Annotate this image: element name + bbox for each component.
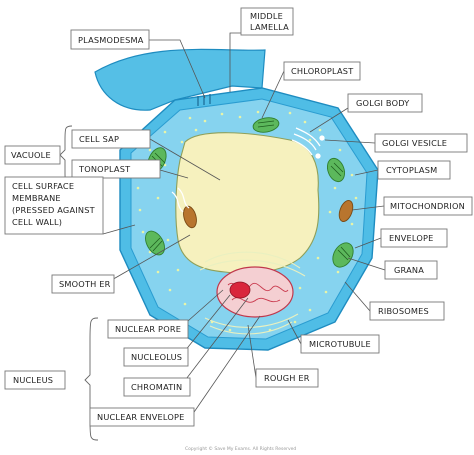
svg-text:GOLGI VESICLE: GOLGI VESICLE: [382, 138, 447, 148]
label-chromatin: CHROMATIN: [123, 377, 191, 397]
svg-text:PLASMODESMA: PLASMODESMA: [78, 35, 144, 45]
label-microtubule: MICROTUBULE: [300, 334, 380, 354]
label-golgi-body: GOLGI BODY: [347, 93, 423, 113]
nucleus-brace: [84, 317, 99, 441]
svg-text:CHLOROPLAST: CHLOROPLAST: [291, 66, 354, 76]
grana-stacks: [149, 120, 351, 261]
svg-text:VACUOLE: VACUOLE: [11, 150, 51, 160]
label-nucleolus: NUCLEOLUS: [123, 347, 189, 367]
svg-text:SMOOTH ER: SMOOTH ER: [59, 279, 111, 289]
mitochondria: [183, 200, 354, 229]
label-plasmodesma: PLASMODESMA: [70, 29, 150, 50]
svg-text:MIDDLE: MIDDLE: [250, 11, 283, 21]
label-grana: GRANA: [384, 260, 438, 280]
nucleus: [216, 266, 294, 318]
label-mitochondrion: MITOCHONDRION: [383, 196, 473, 216]
label-envelope: ENVELOPE: [380, 228, 448, 248]
smooth-er: [171, 187, 190, 213]
copyright-text: Copyright © Save My Exams. All Rights Re…: [185, 445, 296, 452]
svg-text:CELL WALL): CELL WALL): [12, 217, 62, 227]
label-tonoplast: TONOPLAST: [71, 159, 161, 179]
svg-text:ROUGH ER: ROUGH ER: [264, 373, 310, 383]
label-cell-surface-membrane: CELL SURFACE MEMBRANE (PRESSED AGAINST C…: [4, 176, 104, 235]
svg-text:NUCLEAR PORE: NUCLEAR PORE: [115, 324, 181, 334]
svg-text:TONOPLAST: TONOPLAST: [78, 164, 131, 174]
golgi-apparatus: [291, 127, 325, 159]
svg-text:CELL SAP: CELL SAP: [79, 134, 119, 144]
neighbouring-cell-wall: [94, 48, 266, 111]
svg-text:LAMELLA: LAMELLA: [250, 22, 289, 32]
nucleolus: [229, 281, 251, 299]
svg-text:MITOCHONDRION: MITOCHONDRION: [390, 201, 465, 211]
label-ribosomes: RIBOSOMES: [369, 301, 445, 321]
svg-text:GRANA: GRANA: [394, 265, 424, 275]
svg-text:NUCLEAR ENVELOPE: NUCLEAR ENVELOPE: [97, 412, 185, 422]
label-cytoplasm: CYTOPLASM: [377, 160, 451, 180]
svg-text:ENVELOPE: ENVELOPE: [389, 233, 434, 243]
svg-text:(PRESSED AGAINST: (PRESSED AGAINST: [12, 205, 96, 215]
svg-text:NUCLEOLUS: NUCLEOLUS: [131, 352, 182, 362]
label-nuclear-envelope: NUCLEAR ENVELOPE: [89, 407, 195, 427]
vacuole: [175, 132, 320, 275]
label-chloroplast: CHLOROPLAST: [283, 61, 361, 81]
label-nucleus: NUCLEUS: [4, 370, 66, 390]
label-cell-sap: CELL SAP: [71, 129, 151, 149]
svg-text:CYTOPLASM: CYTOPLASM: [386, 165, 437, 175]
label-smooth-er: SMOOTH ER: [51, 274, 115, 294]
label-vacuole: VACUOLE: [4, 145, 61, 165]
label-middle-lamella: MIDDLE LAMELLA: [240, 7, 294, 36]
svg-text:CHROMATIN: CHROMATIN: [131, 382, 182, 392]
svg-text:RIBOSOMES: RIBOSOMES: [378, 306, 429, 316]
label-golgi-vesicle: GOLGI VESICLE: [374, 133, 468, 153]
ribosome-dots: [136, 110, 358, 332]
leader-lines: [102, 32, 386, 419]
label-nuclear-pore: NUCLEAR PORE: [107, 319, 189, 339]
svg-text:NUCLEUS: NUCLEUS: [13, 375, 53, 385]
label-rough-er: ROUGH ER: [255, 368, 319, 388]
svg-text:GOLGI BODY: GOLGI BODY: [356, 98, 410, 108]
svg-text:MEMBRANE: MEMBRANE: [12, 193, 61, 203]
svg-text:CELL SURFACE: CELL SURFACE: [12, 181, 74, 191]
svg-text:MICROTUBULE: MICROTUBULE: [309, 339, 371, 349]
